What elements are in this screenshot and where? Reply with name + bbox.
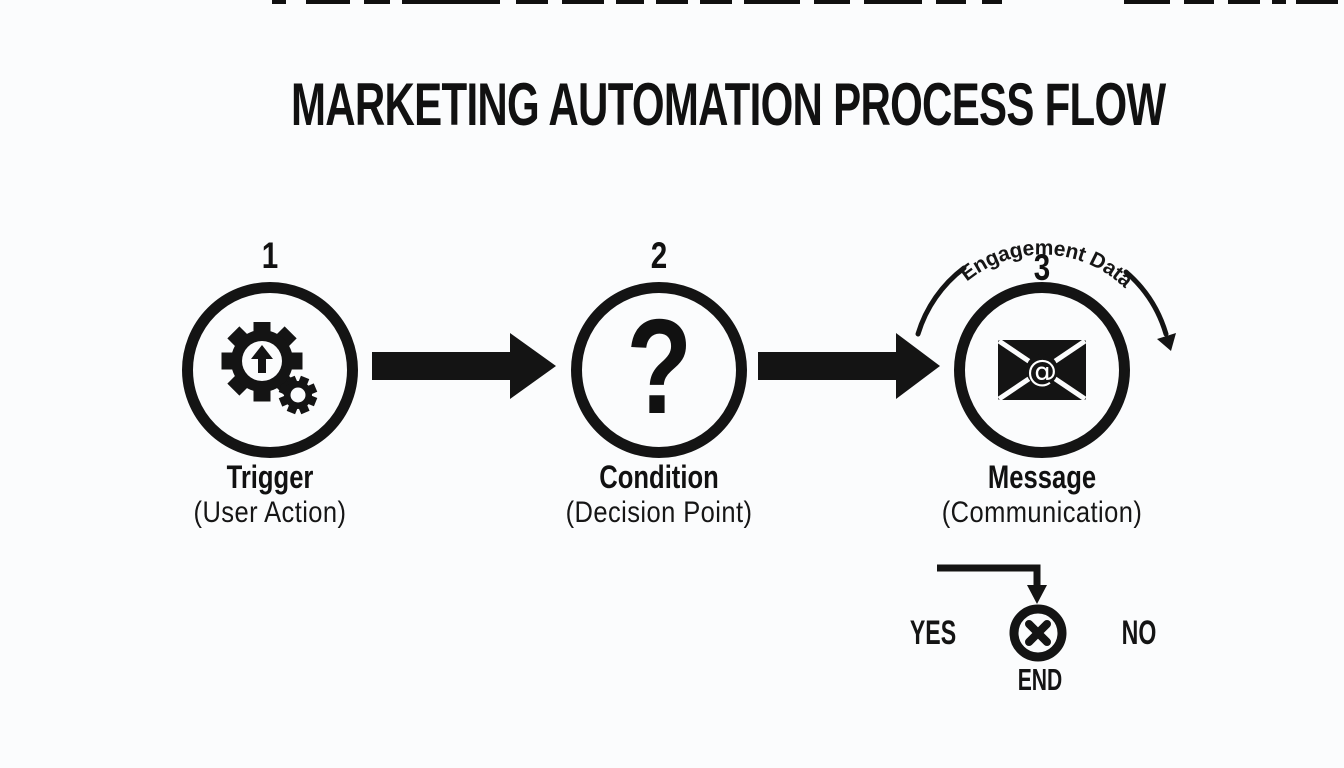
x-close-icon — [1025, 620, 1051, 646]
step-message: 3 @ Message (Communication) — [902, 230, 1182, 550]
small-gear — [278, 375, 318, 415]
top-edge-fragment — [516, 0, 548, 4]
email-envelope-icon: @ — [998, 340, 1086, 400]
step-name: Trigger — [226, 459, 314, 495]
step-name: Condition — [599, 459, 719, 495]
end-node-circle — [1009, 604, 1067, 662]
question-mark-icon: ? — [626, 290, 692, 442]
top-edge-fragment — [744, 0, 800, 4]
end-node-label: END — [1017, 662, 1063, 697]
at-symbol-glyph: @ — [1027, 354, 1057, 389]
top-edge-fragment — [306, 0, 350, 4]
step-subtitle: (Decision Point) — [565, 496, 753, 529]
step-subtitle: (Communication) — [941, 496, 1143, 529]
gears-icon — [221, 322, 318, 415]
up-arrow-icon — [251, 345, 273, 373]
top-edge-fragment — [814, 0, 850, 4]
message-circle-node: @ — [954, 282, 1130, 458]
top-edge-fragment — [364, 0, 390, 4]
top-edge-fragment — [936, 0, 966, 4]
trigger-circle-node — [182, 282, 358, 458]
end-branch-arrow — [937, 564, 1041, 587]
top-edge-fragment — [1296, 0, 1338, 4]
step-trigger: 1 — [130, 230, 410, 550]
top-edge-fragment — [656, 0, 688, 4]
end-branch-arrowhead-icon — [1027, 585, 1047, 604]
yes-branch-label: YES — [909, 614, 957, 652]
page-title: MARKETING AUTOMATION PROCESS FLOW — [291, 71, 1166, 138]
top-edge-fragment — [272, 0, 286, 4]
top-edge-fragment — [1124, 0, 1170, 4]
top-edge-fragment — [700, 0, 732, 4]
top-edge-fragment — [402, 0, 500, 4]
top-edge-fragment — [1184, 0, 1214, 4]
step-condition: 2 ? Condition (Decision Point) — [519, 230, 799, 550]
top-edge-fragment — [616, 0, 644, 4]
step-number: 1 — [261, 235, 279, 276]
no-branch-label: NO — [1121, 614, 1157, 652]
step-name: Message — [987, 459, 1097, 495]
step-number: 3 — [1033, 247, 1051, 288]
top-edge-fragment — [1272, 0, 1286, 4]
top-edge-fragment — [1228, 0, 1260, 4]
step-number: 2 — [650, 235, 668, 276]
top-edge-fragment — [982, 0, 1002, 4]
step-subtitle: (User Action) — [193, 496, 347, 529]
condition-circle-node: ? — [571, 282, 747, 458]
top-edge-fragment — [562, 0, 604, 4]
top-edge-fragment — [864, 0, 922, 4]
